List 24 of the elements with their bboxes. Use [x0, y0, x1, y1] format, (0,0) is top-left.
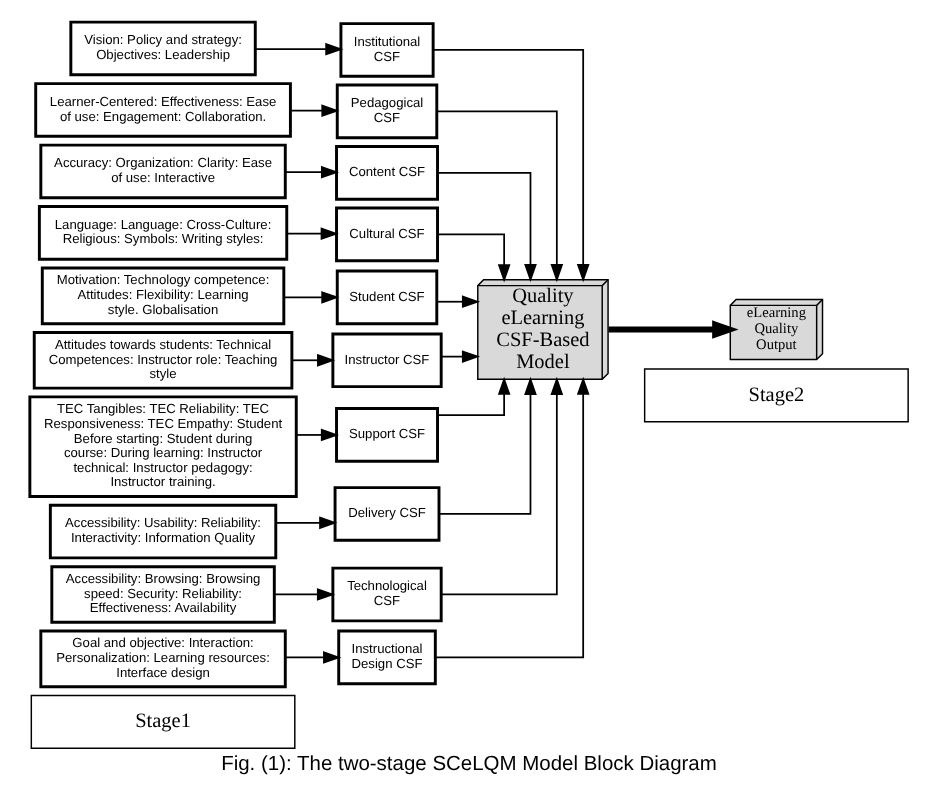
- arrow: [436, 295, 481, 309]
- arrow: [273, 588, 336, 601]
- arrow: [295, 428, 340, 442]
- arrow: [254, 42, 344, 56]
- arrow: [285, 227, 339, 241]
- arrow: [434, 376, 590, 659]
- caption: Fig. (1): The two-stage SCeLQM Model Block Diagram: [221, 754, 717, 777]
- arrow: [440, 376, 564, 596]
- arrow: [432, 49, 590, 283]
- arrow: [436, 110, 564, 283]
- arrow: [284, 651, 342, 664]
- arrow: [289, 104, 340, 118]
- arrow: [291, 353, 336, 367]
- arrow: [437, 233, 511, 283]
- arrow: [275, 516, 338, 530]
- arrow: [436, 172, 537, 283]
- arrow: [283, 290, 340, 304]
- node-box: Stage1: [30, 694, 296, 749]
- node-box: Stage2: [643, 368, 909, 423]
- arrow: [437, 376, 511, 417]
- arrow: [438, 376, 537, 515]
- arrow: [608, 320, 739, 339]
- arrow: [284, 165, 340, 179]
- arrow: [440, 350, 481, 363]
